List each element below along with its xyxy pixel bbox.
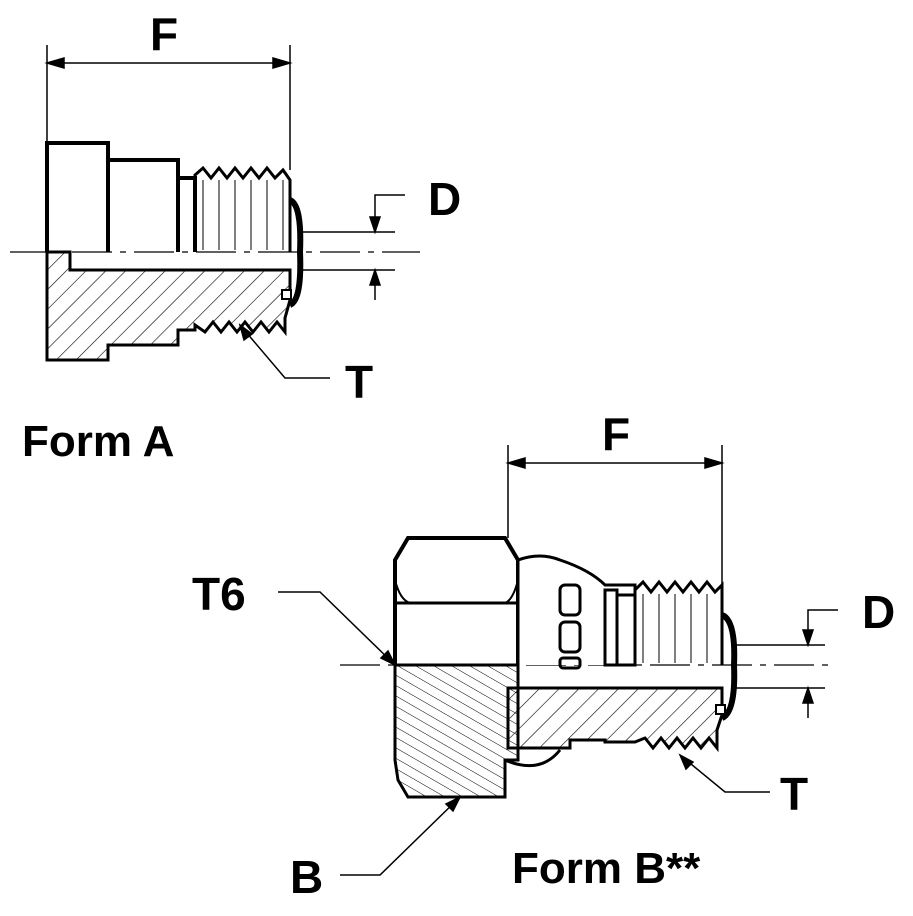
o-ring bbox=[288, 197, 304, 308]
body-outline-upper bbox=[45, 141, 197, 252]
form-b-dim-d: D bbox=[862, 586, 895, 638]
form-b-title: Form B** bbox=[512, 844, 701, 893]
form-b-dim-f: F bbox=[602, 408, 630, 460]
form-b-part bbox=[340, 536, 830, 799]
o-ring-section bbox=[715, 704, 726, 715]
o-ring-section bbox=[281, 289, 292, 300]
form-a-part bbox=[10, 141, 420, 362]
form-b-thread-t: T bbox=[780, 768, 808, 820]
form-a-dim-f: F bbox=[150, 8, 178, 60]
form-a-thread-t: T bbox=[345, 356, 373, 408]
o-ring bbox=[720, 612, 738, 721]
form-b-nut-thread-t6: T6 bbox=[192, 568, 246, 620]
form-b-hex-b: B bbox=[290, 851, 323, 903]
thread-lines bbox=[202, 180, 284, 250]
body-section-lower bbox=[45, 250, 292, 362]
form-a-dim-d: D bbox=[428, 173, 461, 225]
body-section-lower bbox=[506, 686, 724, 753]
form-b-dimensions bbox=[278, 445, 838, 876]
thread-outline-upper bbox=[193, 165, 292, 252]
form-a-dimensions bbox=[44, 45, 405, 379]
form-a-title: Form A bbox=[22, 417, 174, 466]
thread-outline-upper bbox=[633, 579, 724, 665]
hex-nut-section bbox=[393, 663, 520, 799]
